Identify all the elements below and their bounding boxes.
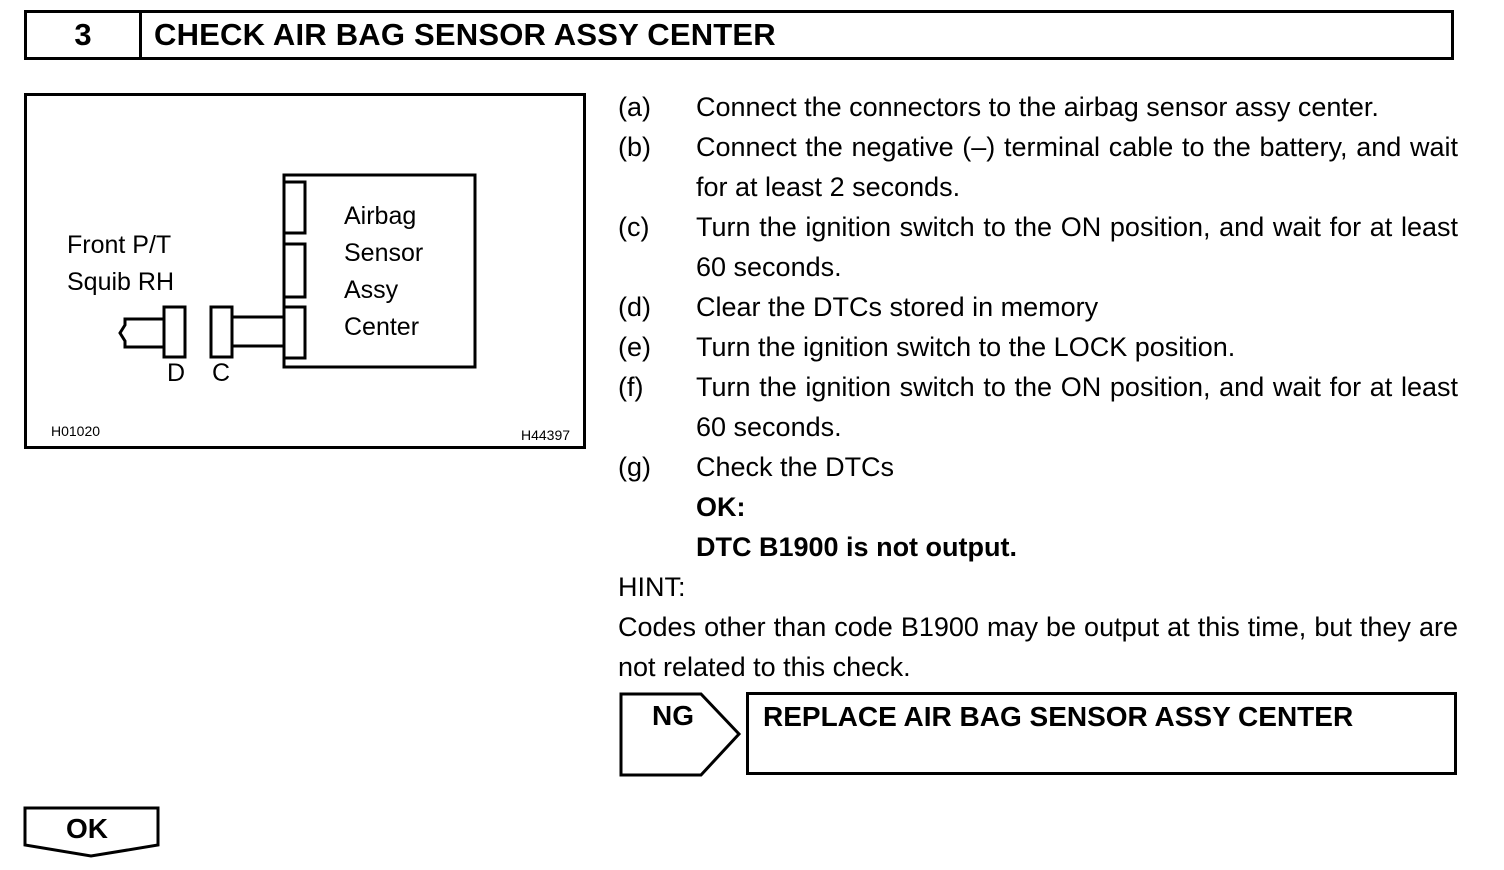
step-text: Connect the negative (–) terminal cable … <box>696 132 1458 202</box>
ok-condition-text: DTC B1900 is not output. <box>696 532 1018 562</box>
instruction-step: (g) Check the DTCs <box>618 447 1458 487</box>
connector-c-label: C <box>212 359 231 387</box>
sensor-terminal-middle <box>282 242 307 299</box>
figure-code-left: H01020 <box>51 423 101 439</box>
step-header: 3 CHECK AIR BAG SENSOR ASSY CENTER <box>24 10 1454 60</box>
instruction-step: (c) Turn the ignition switch to the ON p… <box>618 207 1458 287</box>
step-text: Connect the connectors to the airbag sen… <box>696 92 1379 122</box>
step-label: (b) <box>618 132 651 162</box>
sensor-label-line4: Center <box>344 313 420 341</box>
ng-action-text: REPLACE AIR BAG SENSOR ASSY CENTER <box>763 701 1354 732</box>
ok-condition-label: OK: <box>696 492 746 522</box>
sensor-terminal-bottom <box>282 305 307 360</box>
step-label: (c) <box>618 212 650 242</box>
connector-d-label: D <box>167 359 186 387</box>
ng-label: NG <box>652 700 694 731</box>
instruction-step: (b) Connect the negative (–) terminal ca… <box>618 127 1458 207</box>
instruction-step: (f) Turn the ignition switch to the ON p… <box>618 367 1458 447</box>
ok-label: OK <box>66 813 108 844</box>
ng-action-box: REPLACE AIR BAG SENSOR ASSY CENTER <box>746 692 1457 775</box>
connector-drawing <box>118 173 477 369</box>
step-label: (d) <box>618 292 651 322</box>
hint-text: Codes other than code B1900 may be outpu… <box>618 612 1458 682</box>
step-text: Check the DTCs <box>696 452 895 482</box>
connector-diagram: Front P/T Squib RH Airbag Sensor Assy Ce… <box>24 93 586 449</box>
step-label: (e) <box>618 332 651 362</box>
ok-arrow-icon <box>23 806 160 858</box>
figure-code-right: H44397 <box>521 427 571 443</box>
step-title: CHECK AIR BAG SENSOR ASSY CENTER <box>154 17 776 52</box>
step-text: Clear the DTCs stored in memory <box>696 292 1099 322</box>
step-label: (g) <box>618 452 651 482</box>
squib-plug <box>118 317 164 349</box>
instruction-step: (d) Clear the DTCs stored in memory <box>618 287 1458 327</box>
step-label: (f) <box>618 372 644 402</box>
instruction-step: (a) Connect the connectors to the airbag… <box>618 87 1458 127</box>
squib-label-line1: Front P/T <box>67 231 172 259</box>
instruction-step: (e) Turn the ignition switch to the LOCK… <box>618 327 1458 367</box>
step-number: 3 <box>27 13 142 57</box>
sensor-label-line2: Sensor <box>344 239 424 267</box>
ng-arrow-icon <box>619 692 742 777</box>
connector-c <box>209 305 234 359</box>
connector-d <box>162 305 187 359</box>
step-text: Turn the ignition switch to the LOCK pos… <box>696 332 1236 362</box>
instruction-list: (a) Connect the connectors to the airbag… <box>618 87 1458 687</box>
sensor-label-line3: Assy <box>344 276 399 304</box>
step-text: Turn the ignition switch to the ON posit… <box>696 372 1458 442</box>
hint-label: HINT: <box>618 572 686 602</box>
step-text: Turn the ignition switch to the ON posit… <box>696 212 1458 282</box>
sensor-terminal-top <box>282 180 307 235</box>
sensor-label-line1: Airbag <box>344 202 417 230</box>
step-label: (a) <box>618 92 651 122</box>
squib-label-line2: Squib RH <box>67 268 174 296</box>
